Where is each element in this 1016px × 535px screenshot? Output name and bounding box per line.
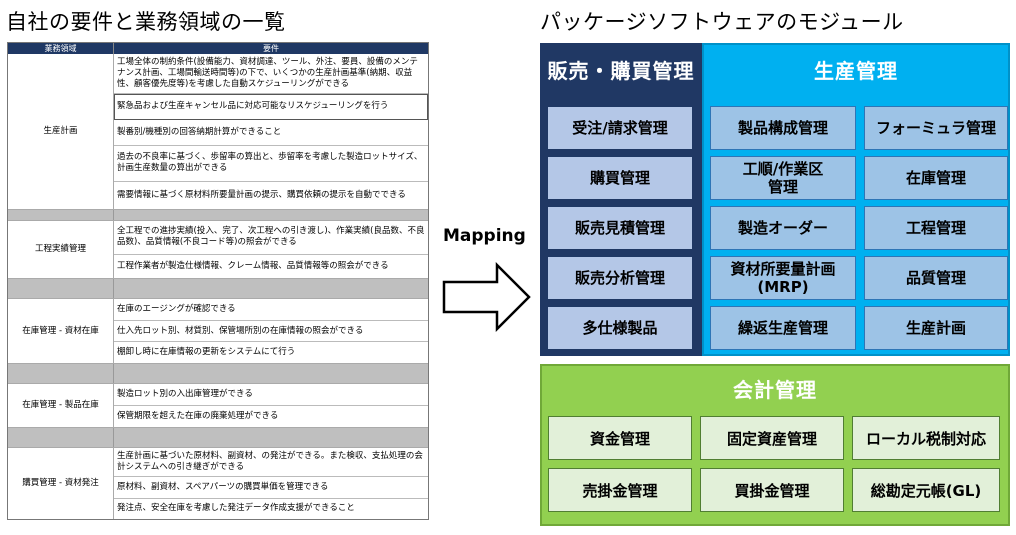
module-sales-quote[interactable]: 販売見積管理	[547, 206, 693, 250]
module-repetitive-production[interactable]: 繰返生産管理	[710, 306, 856, 350]
requirement-cell: 緊急品および生産キャンセル品に対応可能なリスケジューリングを行う	[114, 94, 428, 121]
requirement-cell: 過去の不良率に基づく、歩留率の算出と、歩留率を考慮した製造ロットサイズ、計画生産…	[114, 146, 428, 182]
requirement-cell: 需要情報に基づく原材料所要量計画の提示、購買依頼の提示を自動でできる	[117, 189, 406, 200]
accounting-panel: 会計管理 資金管理 固定資産管理 ローカル税制対応 売掛金管理 買掛金管理 総勘…	[540, 364, 1010, 526]
group-product-inventory: 在庫管理 - 製品在庫 製造ロット別の入出庫管理ができる 保管期限を超えた在庫の…	[8, 384, 428, 428]
requirements-title: 自社の要件と業務領域の一覧	[6, 10, 286, 34]
module-local-tax[interactable]: ローカル税制対応	[852, 416, 1000, 460]
area-cell: 工程実績管理	[8, 221, 114, 278]
mapping-label: Mapping	[443, 226, 526, 246]
module-routing[interactable]: 工順/作業区 管理	[710, 156, 856, 200]
module-inventory[interactable]: 在庫管理	[864, 156, 1008, 200]
module-manufacturing-order[interactable]: 製造オーダー	[710, 206, 856, 250]
area-cell: 購買管理 - 資材発注	[8, 448, 114, 519]
separator-row	[8, 428, 428, 448]
requirement-cell: 原材料、副資材、スペアパーツの購買単価を管理できる	[114, 477, 428, 499]
module-cash[interactable]: 資金管理	[548, 416, 692, 460]
requirement-cell: 生産計画に基づいた原材料、副資材、の発注ができる。また検収、支払処理の会計システ…	[114, 448, 428, 478]
requirement-cell: 在庫のエージングが確認できる	[114, 299, 428, 321]
area-cell: 在庫管理 - 資材在庫	[8, 299, 114, 363]
module-fixed-assets[interactable]: 固定資産管理	[700, 416, 844, 460]
group-production-planning: 生産計画 工場全体の制約条件(設備能力、資材調達、ツール、外注、要員、設備のメン…	[8, 54, 428, 210]
table-body: 生産計画 工場全体の制約条件(設備能力、資材調達、ツール、外注、要員、設備のメン…	[8, 54, 428, 519]
header-area: 業務領域	[8, 43, 114, 54]
requirements-table: 業務領域 要件 生産計画 工場全体の制約条件(設備能力、資材調達、ツール、外注、…	[7, 42, 429, 520]
sales-purchasing-panel: 販売・購買管理 受注/請求管理 購買管理 販売見積管理 販売分析管理 多仕様製品	[540, 43, 702, 356]
module-accounts-receivable[interactable]: 売掛金管理	[548, 468, 692, 512]
module-formula[interactable]: フォーミュラ管理	[864, 106, 1008, 150]
requirement-cell: 保管期限を超えた在庫の廃棄処理ができる	[117, 411, 279, 421]
table-header: 業務領域 要件	[8, 43, 428, 54]
sales-panel-title: 販売・購買管理	[547, 58, 695, 83]
area-cell: 在庫管理 - 製品在庫	[8, 384, 114, 427]
requirement-cell: 工場全体の制約条件(設備能力、資材調達、ツール、外注、要員、設備のメンテナンス計…	[114, 54, 428, 95]
module-general-ledger[interactable]: 総勘定元帳(GL)	[852, 468, 1000, 512]
area-cell: 生産計画	[8, 54, 114, 209]
right-arrow-icon	[442, 262, 531, 332]
module-sales-analysis[interactable]: 販売分析管理	[547, 256, 693, 300]
separator-row	[8, 279, 428, 299]
module-accounts-payable[interactable]: 買掛金管理	[700, 468, 844, 512]
accounting-panel-title: 会計管理	[733, 377, 817, 402]
requirement-cell: 工程作業者が製造仕様情報、クレーム情報、品質情報等の照会ができる	[117, 260, 389, 271]
requirement-cell: 仕入先ロット別、材質別、保管場所別の在庫情報の照会ができる	[114, 321, 428, 343]
requirement-cell: 発注点、安全在庫を考慮した発注データ作成支援ができること	[117, 503, 355, 514]
module-quality[interactable]: 品質管理	[864, 256, 1008, 300]
header-requirement: 要件	[263, 44, 279, 53]
requirement-cell: 製造ロット別の入出庫管理ができる	[114, 384, 428, 406]
module-order-billing[interactable]: 受注/請求管理	[547, 106, 693, 150]
requirement-cell: 製番別/機種別の回答納期計算ができること	[114, 120, 428, 147]
module-production-planning[interactable]: 生産計画	[864, 306, 1008, 350]
module-map: 販売・購買管理 受注/請求管理 購買管理 販売見積管理 販売分析管理 多仕様製品…	[540, 43, 1010, 356]
module-mrp[interactable]: 資材所要量計画 (MRP)	[710, 256, 856, 300]
production-panel: 生産管理 製品構成管理 工順/作業区 管理 製造オーダー 資材所要量計画 (MR…	[702, 43, 1010, 356]
group-process-results: 工程実績管理 全工程での進捗実績(投入、完了、次工程への引き渡し)、作業実績(良…	[8, 221, 428, 279]
production-panel-title: 生産管理	[814, 58, 898, 83]
module-bom[interactable]: 製品構成管理	[710, 106, 856, 150]
module-process[interactable]: 工程管理	[864, 206, 1008, 250]
module-multi-spec-products[interactable]: 多仕様製品	[547, 306, 693, 350]
separator-row	[8, 364, 428, 384]
modules-title: パッケージソフトウェアのモジュール	[540, 10, 904, 34]
group-material-inventory: 在庫管理 - 資材在庫 在庫のエージングが確認できる 仕入先ロット別、材質別、保…	[8, 299, 428, 364]
group-purchasing: 購買管理 - 資材発注 生産計画に基づいた原材料、副資材、の発注ができる。また検…	[8, 448, 428, 519]
requirement-cell: 全工程での進捗実績(投入、完了、次工程への引き渡し)、作業実績(良品数、不良品数…	[114, 221, 428, 255]
module-purchasing[interactable]: 購買管理	[547, 156, 693, 200]
requirement-cell: 棚卸し時に在庫情報の更新をシステムにて行う	[117, 347, 296, 358]
separator-row	[8, 210, 428, 221]
